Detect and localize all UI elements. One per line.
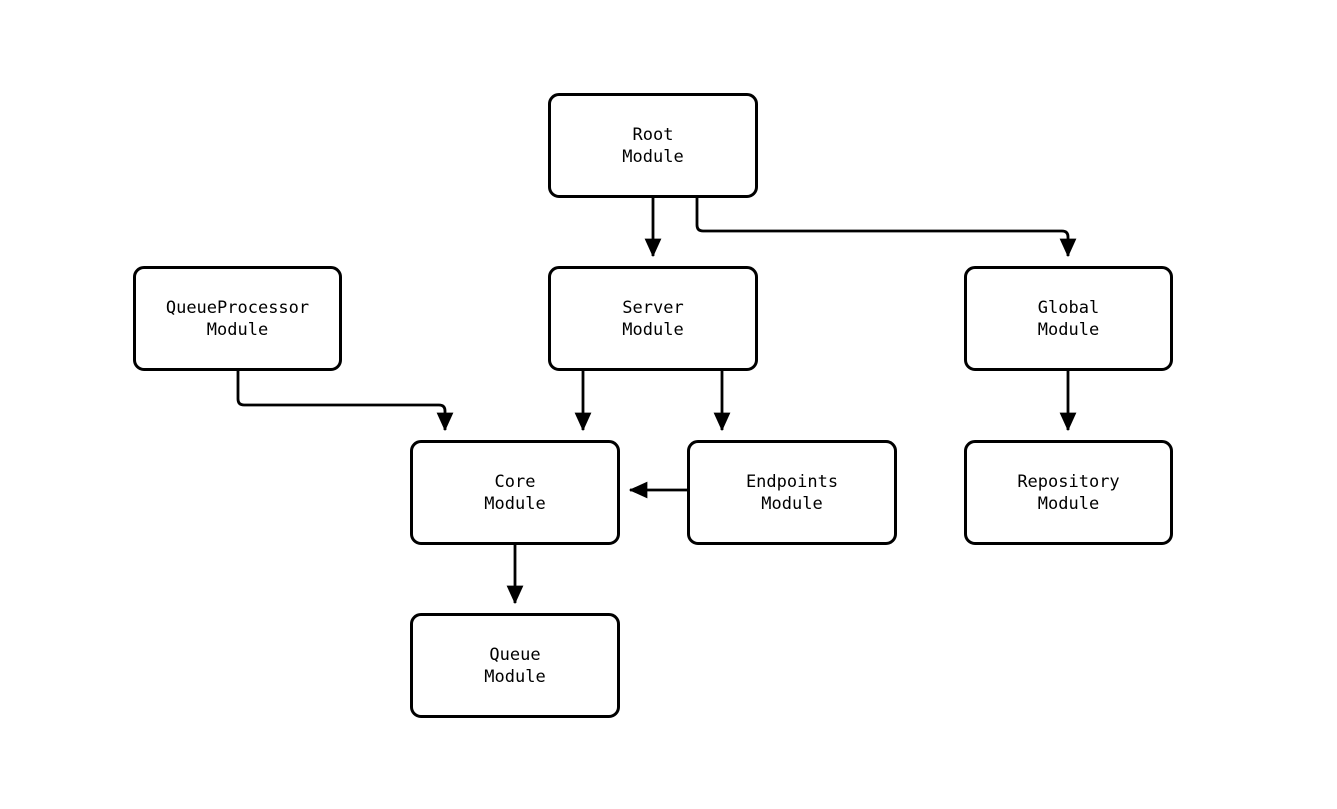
node-repository-module-label: Repository Module [1017, 471, 1120, 514]
node-core-module-label: Core Module [484, 471, 546, 514]
node-core-module[interactable]: Core Module [410, 440, 620, 545]
node-queueprocessor-module[interactable]: QueueProcessor Module [133, 266, 342, 371]
node-queueprocessor-module-label: QueueProcessor Module [165, 297, 310, 340]
node-global-module[interactable]: Global Module [964, 266, 1173, 371]
node-server-module-label: Server Module [622, 297, 684, 340]
node-endpoints-module-label: Endpoints Module [745, 471, 839, 514]
node-root-module-label: Root Module [622, 124, 684, 167]
node-repository-module[interactable]: Repository Module [964, 440, 1173, 545]
node-queue-module-label: Queue Module [484, 644, 546, 687]
node-root-module[interactable]: Root Module [548, 93, 758, 198]
node-server-module[interactable]: Server Module [548, 266, 758, 371]
node-global-module-label: Global Module [1037, 297, 1100, 340]
node-endpoints-module[interactable]: Endpoints Module [687, 440, 897, 545]
edge-queueprocessor-core [236, 371, 454, 432]
edge-root-global [695, 198, 1077, 258]
node-queue-module[interactable]: Queue Module [410, 613, 620, 718]
